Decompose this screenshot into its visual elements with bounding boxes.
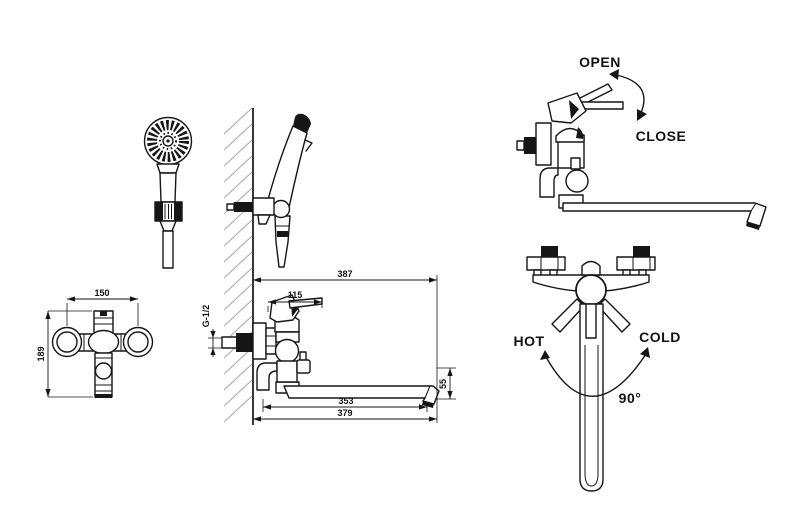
- inlet-nut: [236, 333, 253, 352]
- mixer-spout-down: [94, 352, 113, 398]
- arrowhead-hot: [540, 350, 550, 360]
- wall-hatch-lines: [223, 107, 253, 423]
- dim-label-g12: G-1/2: [201, 305, 211, 328]
- inlet-pipe: [221, 336, 238, 349]
- dim-label-353: 353: [338, 396, 353, 406]
- dimension-front-height: 189: [36, 310, 93, 398]
- aerator: [422, 401, 434, 408]
- dim-label-115: 115: [288, 290, 303, 300]
- mixer-front-view: 150 189: [36, 288, 154, 398]
- wall-section: [223, 107, 254, 425]
- bracket-pin: [234, 202, 253, 212]
- left-mount: [526, 246, 566, 279]
- escutcheon: [252, 322, 267, 360]
- dimension-overall-reach: 387: [253, 269, 438, 423]
- lever-hot-position: [551, 298, 585, 333]
- wall-bracket: [226, 197, 275, 225]
- right-mount: [616, 246, 656, 279]
- dimension-spout-reach-inner: 353: [262, 396, 428, 412]
- center-cap: [581, 260, 601, 276]
- arrowhead-open: [609, 69, 619, 80]
- handshower-front-view: [143, 116, 193, 269]
- inlet-pipe: [516, 140, 525, 151]
- shower-handle: [154, 163, 183, 269]
- right-flange: [122, 326, 154, 358]
- long-spout: [562, 202, 767, 230]
- rotation-arc: [540, 347, 650, 397]
- dimension-spout-end-height: 55: [437, 367, 456, 400]
- shower-inner-nozzles: [159, 132, 177, 150]
- shower-spray-spokes: [147, 120, 189, 162]
- close-label: CLOSE: [636, 128, 687, 144]
- bracket-pin-tip: [226, 203, 235, 211]
- mixer-body: [274, 314, 311, 383]
- dimension-spout-reach-outer: 379: [253, 408, 437, 422]
- handshower-side-view: [226, 113, 313, 268]
- escutcheon: [535, 122, 552, 166]
- dimension-lever-length: 115: [267, 290, 323, 312]
- shower-handle-tail: [274, 215, 291, 268]
- arrowhead-close: [637, 109, 647, 121]
- angle-label: 90°: [619, 390, 642, 406]
- bracket-knob: [271, 199, 291, 219]
- open-close-view: OPEN CLOSE: [516, 54, 767, 230]
- mixer-side-view: 387 115 G-1/2 55: [201, 269, 456, 423]
- shower-outlet-elbow: [539, 167, 559, 198]
- bracket-hook: [257, 214, 271, 225]
- long-spout: [283, 385, 440, 408]
- hot-cold-view: HOT COLD 90°: [513, 246, 681, 492]
- dim-label-55: 55: [438, 379, 448, 389]
- diverter-knob: [296, 359, 311, 374]
- open-close-arrow: [609, 69, 647, 121]
- dim-label-387: 387: [337, 269, 352, 279]
- open-label: OPEN: [579, 54, 621, 70]
- vertical-spout: [579, 303, 604, 492]
- diverter-stem: [570, 157, 581, 170]
- lever-down-hilt: [585, 303, 597, 339]
- center-hub: [575, 274, 607, 306]
- inlet-nut: [524, 137, 536, 154]
- dim-label-189: 189: [36, 346, 46, 361]
- left-flange: [51, 326, 83, 358]
- lever-base: [547, 92, 587, 124]
- shower-outlet-elbow: [256, 362, 278, 391]
- dimension-front-width: 150: [66, 288, 139, 326]
- shower-clip: [304, 139, 313, 152]
- dim-label-150: 150: [94, 288, 109, 298]
- dim-label-379: 379: [337, 408, 352, 418]
- shower-hub-dot: [166, 139, 170, 143]
- diverter-knob: [565, 169, 589, 193]
- aerator: [746, 222, 760, 230]
- mixer-center-bulge: [87, 329, 120, 355]
- shower-head-tip: [293, 113, 311, 133]
- dimension-inlet-thread: G-1/2: [201, 305, 222, 357]
- hot-label: HOT: [513, 333, 544, 349]
- mixer-body: [555, 127, 589, 193]
- cold-label: COLD: [639, 329, 681, 345]
- shower-handle-curve: [265, 113, 313, 213]
- arrowhead-cold: [640, 347, 650, 358]
